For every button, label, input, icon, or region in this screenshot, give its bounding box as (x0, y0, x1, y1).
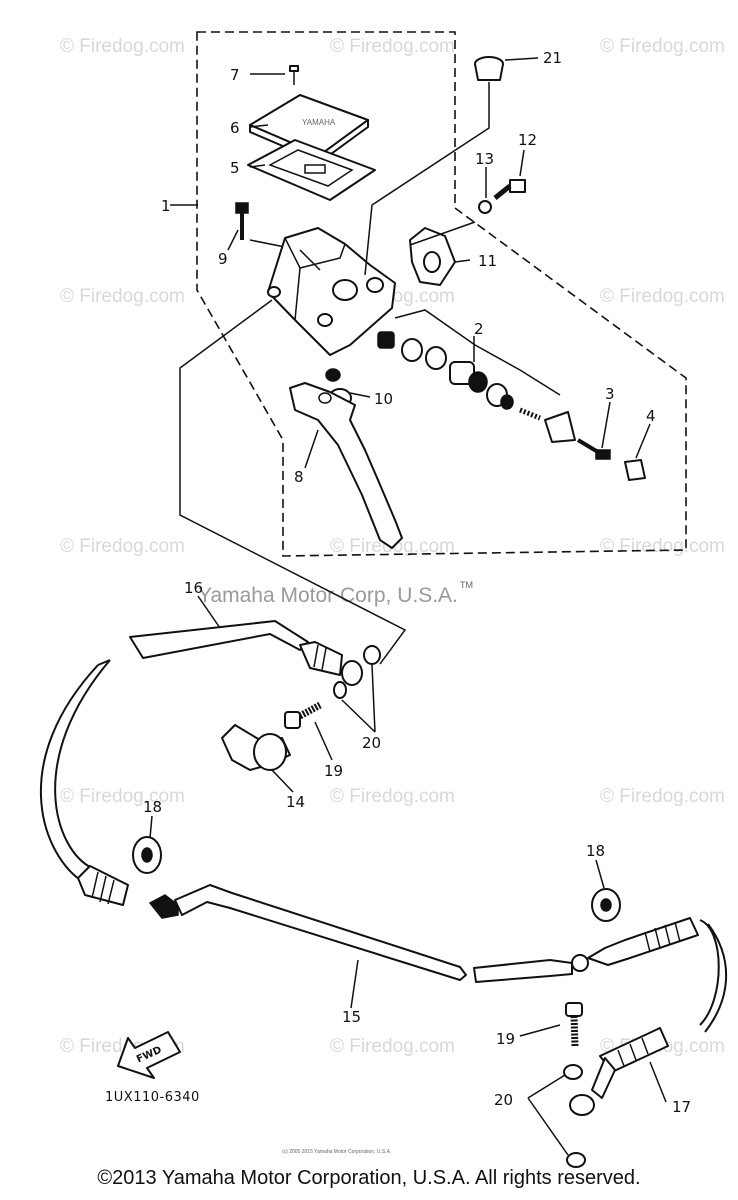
push-rod (576, 438, 611, 460)
callout-7: 7 (230, 66, 240, 84)
watermark: © Firedog.com (330, 1036, 455, 1057)
lower-brake-hose (571, 917, 727, 1099)
union-bolt (565, 1002, 583, 1047)
callout-13: 13 (475, 150, 494, 168)
watermark: © Firedog.com (600, 286, 725, 307)
callout-9: 9 (218, 250, 228, 268)
fine-print: (c) 2005 2015 Yamaha Motor Corporation, … (282, 1149, 391, 1155)
boot-cap (624, 459, 646, 481)
hose-connection-outline (179, 299, 407, 665)
leader-line (409, 221, 476, 246)
leader-line (364, 82, 490, 276)
svg-text:YAMAHA: YAMAHA (302, 118, 336, 127)
mid-brake-hose (148, 884, 573, 983)
callout-8: 8 (294, 468, 304, 486)
callout-19: 19 (324, 762, 343, 780)
piston-kit (377, 309, 576, 443)
reservoir-diaphragm (247, 139, 376, 201)
callout-4: 4 (646, 407, 656, 425)
watermark: © Firedog.com (60, 786, 185, 807)
callout-1: 1 (161, 197, 171, 215)
brand-watermark: Yamaha Motor Corp, U.S.A. (198, 584, 458, 607)
callout-6: 6 (230, 119, 240, 137)
callout-5: 5 (230, 159, 240, 177)
trademark-mark: TM (460, 580, 473, 590)
switch-washer (478, 200, 492, 214)
watermark: © Firedog.com (60, 36, 185, 57)
banjo-fitting (569, 1094, 595, 1116)
hose-grommet (132, 836, 162, 874)
watermark: © Firedog.com (330, 786, 455, 807)
watermark: © Firedog.com (600, 786, 725, 807)
copper-washer (333, 681, 347, 699)
forward-arrow-icon: FWD (117, 1031, 181, 1079)
watermark: © Firedog.com (330, 36, 455, 57)
upper-brake-hose (129, 620, 363, 686)
watermark: © Firedog.com (600, 536, 725, 557)
callout-10: 10 (374, 390, 393, 408)
copper-washer (566, 1152, 586, 1168)
watermark: © Firedog.com (60, 536, 185, 557)
callout-20: 20 (362, 734, 381, 752)
callout-17: 17 (672, 1098, 691, 1116)
callout-18: 18 (586, 842, 605, 860)
diagram-code: 1UX110-6340 (105, 1090, 200, 1105)
hose-grommet (591, 888, 621, 922)
callout-15: 15 (342, 1008, 361, 1026)
union-cover (221, 724, 291, 771)
switch-bolt (493, 179, 526, 200)
copper-washer (363, 645, 381, 665)
callout-2: 2 (474, 320, 484, 338)
callout-18: 18 (143, 798, 162, 816)
copper-washer (563, 1064, 583, 1080)
callout-21: 21 (543, 49, 562, 67)
watermark: © Firedog.com (600, 36, 725, 57)
callout-20: 20 (494, 1091, 513, 1109)
callout-3: 3 (605, 385, 615, 403)
leader-lines (149, 57, 667, 1156)
master-cylinder-bolt (235, 202, 249, 240)
callout-12: 12 (518, 131, 537, 149)
watermark: © Firedog.com (60, 286, 185, 307)
union-bolt (284, 701, 322, 729)
master-cylinder-body (267, 227, 396, 356)
main-brake-hose (39, 659, 129, 906)
callout-11: 11 (478, 252, 497, 270)
callout-19: 19 (496, 1030, 515, 1048)
callout-16: 16 (184, 579, 203, 597)
cover-cap (474, 56, 504, 81)
reservoir-screw (289, 65, 299, 85)
brake-light-switch (409, 227, 456, 286)
brake-lever (289, 382, 403, 549)
callout-14: 14 (286, 793, 305, 811)
assembly-boundary (196, 31, 687, 557)
callouts: 7 6 5 1 9 21 12 13 11 2 3 4 10 8 16 20 1… (143, 49, 691, 1116)
copyright-notice: ©2013 Yamaha Motor Corporation, U.S.A. A… (97, 1167, 641, 1189)
